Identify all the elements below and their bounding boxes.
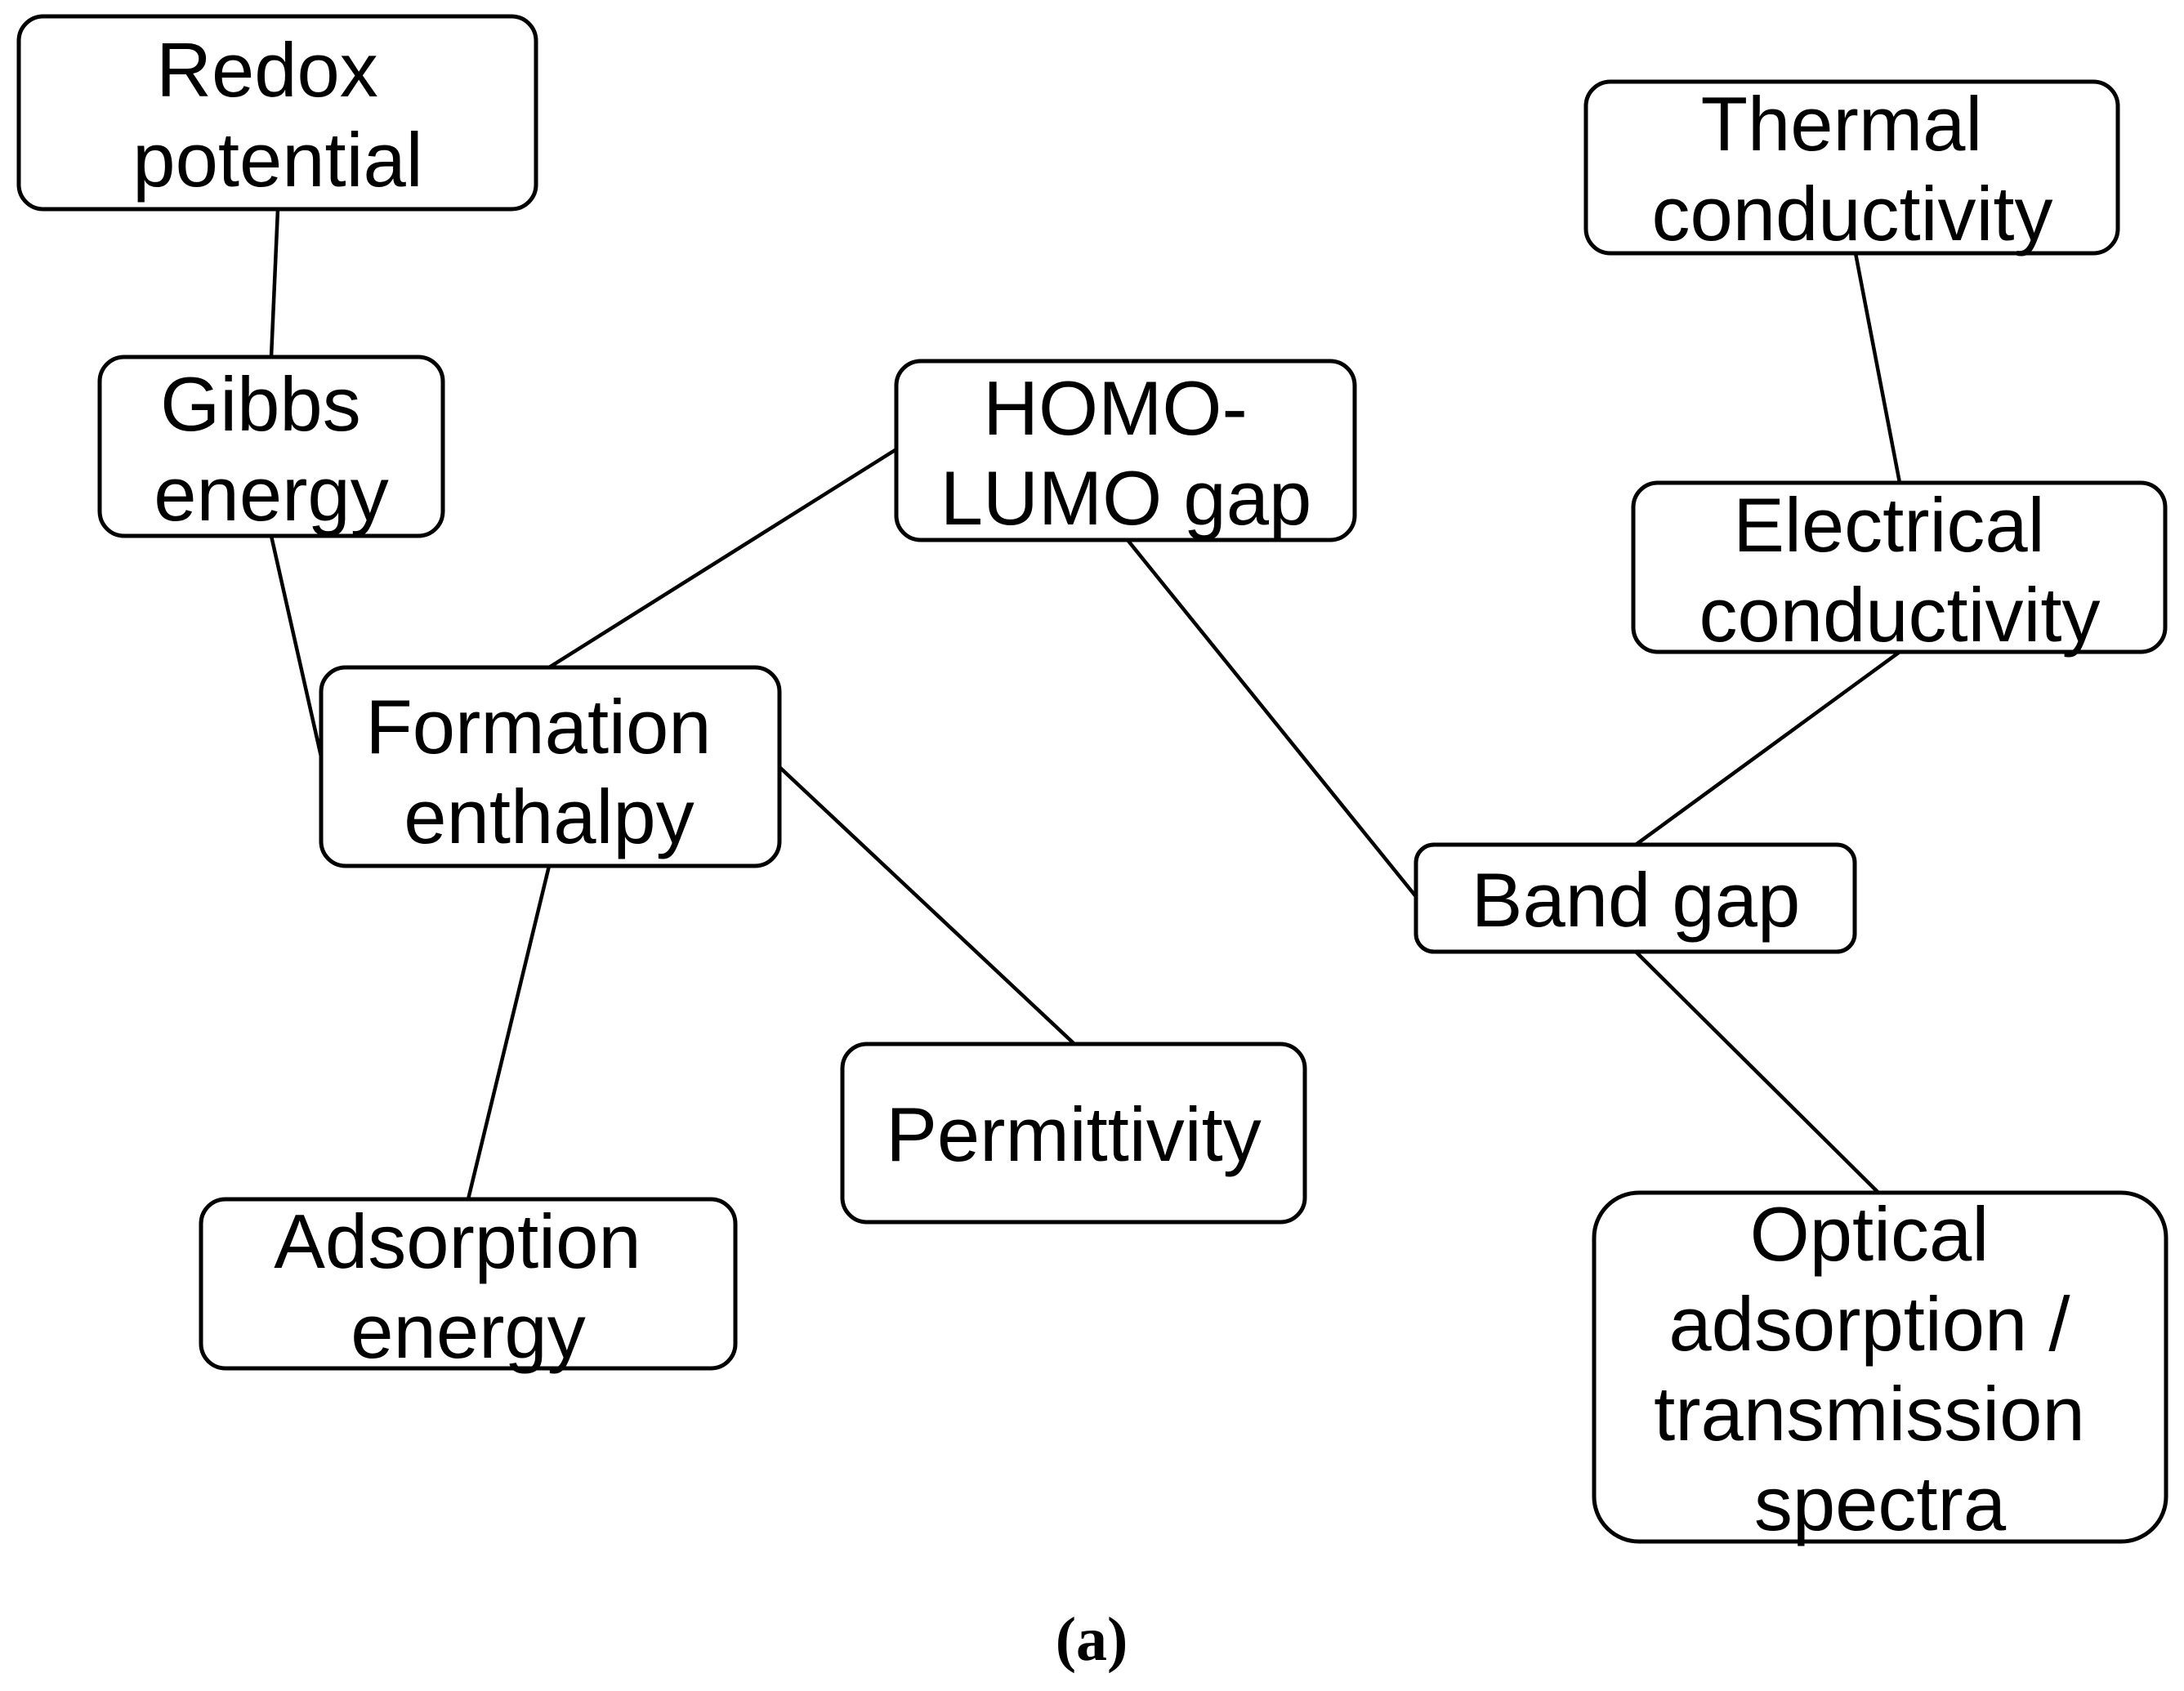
node-label: Gibbs energy [154, 361, 388, 537]
edge-formation-homo [547, 448, 898, 669]
node-label-line: adsorption / [1668, 1281, 2070, 1367]
figure-caption: (a) [1056, 1605, 1128, 1674]
node-formation-enthalpy: Formation enthalpy [319, 665, 782, 868]
node-thermal-conductivity: Thermal conductivity [1583, 79, 2120, 257]
node-gibbs-energy: Gibbs energy [97, 355, 445, 538]
node-label: HOMO- LUMO gap [940, 365, 1312, 541]
node-box [1414, 842, 1857, 954]
edge-formation-permittivity [778, 765, 1076, 1046]
node-box [97, 355, 445, 538]
node-label: Band gap [1472, 857, 1800, 943]
node-adsorption-energy: Adsorption energy [199, 1197, 738, 1374]
node-label-line: LUMO gap [940, 455, 1312, 541]
node-label-line: Electrical [1733, 482, 2044, 568]
node-box [199, 1197, 738, 1371]
node-label-line: energy [154, 451, 388, 537]
node-label: Formation enthalpy [365, 684, 732, 859]
node-label-line: conductivity [1699, 572, 2100, 658]
node-label-line: Redox [156, 27, 378, 113]
node-redox-potential: Redox potential [16, 14, 538, 212]
edge-electrical-bandgap [1634, 650, 1901, 846]
node-label-line: Thermal [1701, 81, 1983, 167]
node-label-line: Permittivity [886, 1091, 1262, 1177]
node-label-line: Adsorption [274, 1198, 641, 1284]
node-band-gap: Band gap [1414, 842, 1857, 954]
node-label-line: potential [132, 117, 422, 203]
edge-homo-bandgap [1126, 538, 1419, 900]
edge-thermal-electrical [1853, 252, 1902, 484]
node-box [840, 1042, 1307, 1225]
edges-layer [269, 208, 1902, 1200]
node-box [16, 14, 538, 212]
node-box [1592, 1190, 2168, 1544]
node-label: Adsorption energy [274, 1198, 663, 1374]
node-label-line: Formation [365, 684, 711, 770]
node-label-line: Optical [1750, 1191, 1990, 1277]
node-label-line: conductivity [1651, 171, 2052, 257]
edge-bandgap-optical [1634, 950, 1880, 1194]
node-optical-spectra: Optical adsorption / transmission spectr… [1592, 1190, 2168, 1546]
node-electrical-conductivity: Electrical conductivity [1631, 480, 2168, 658]
node-label-line: Gibbs [160, 361, 361, 447]
node-label-line: HOMO- [983, 365, 1248, 451]
node-box [1583, 79, 2120, 256]
node-permittivity: Permittivity [840, 1042, 1307, 1225]
node-label: Permittivity [886, 1091, 1262, 1177]
edge-gibbs-formation [269, 535, 325, 765]
node-homo-lumo-gap: HOMO- LUMO gap [894, 359, 1357, 542]
node-label-line: Band gap [1472, 857, 1800, 943]
node-label-line: transmission [1654, 1371, 2085, 1457]
edge-formation-adsorption [466, 865, 552, 1200]
node-box [319, 665, 782, 868]
node-label: Redox potential [132, 27, 422, 203]
node-box [1631, 480, 2168, 654]
node-label-line: energy [351, 1288, 585, 1374]
node-label-line: spectra [1754, 1461, 2007, 1546]
edge-redox-gibbs [269, 208, 280, 358]
nodes-layer: Redox potential Gibbs energy Formation e… [16, 14, 2168, 1546]
node-label: Electrical conductivity [1699, 482, 2100, 658]
node-label: Thermal conductivity [1651, 81, 2052, 257]
node-box [894, 359, 1357, 542]
node-label: Optical adsorption / transmission spectr… [1654, 1191, 2106, 1546]
node-label-line: enthalpy [404, 774, 694, 859]
